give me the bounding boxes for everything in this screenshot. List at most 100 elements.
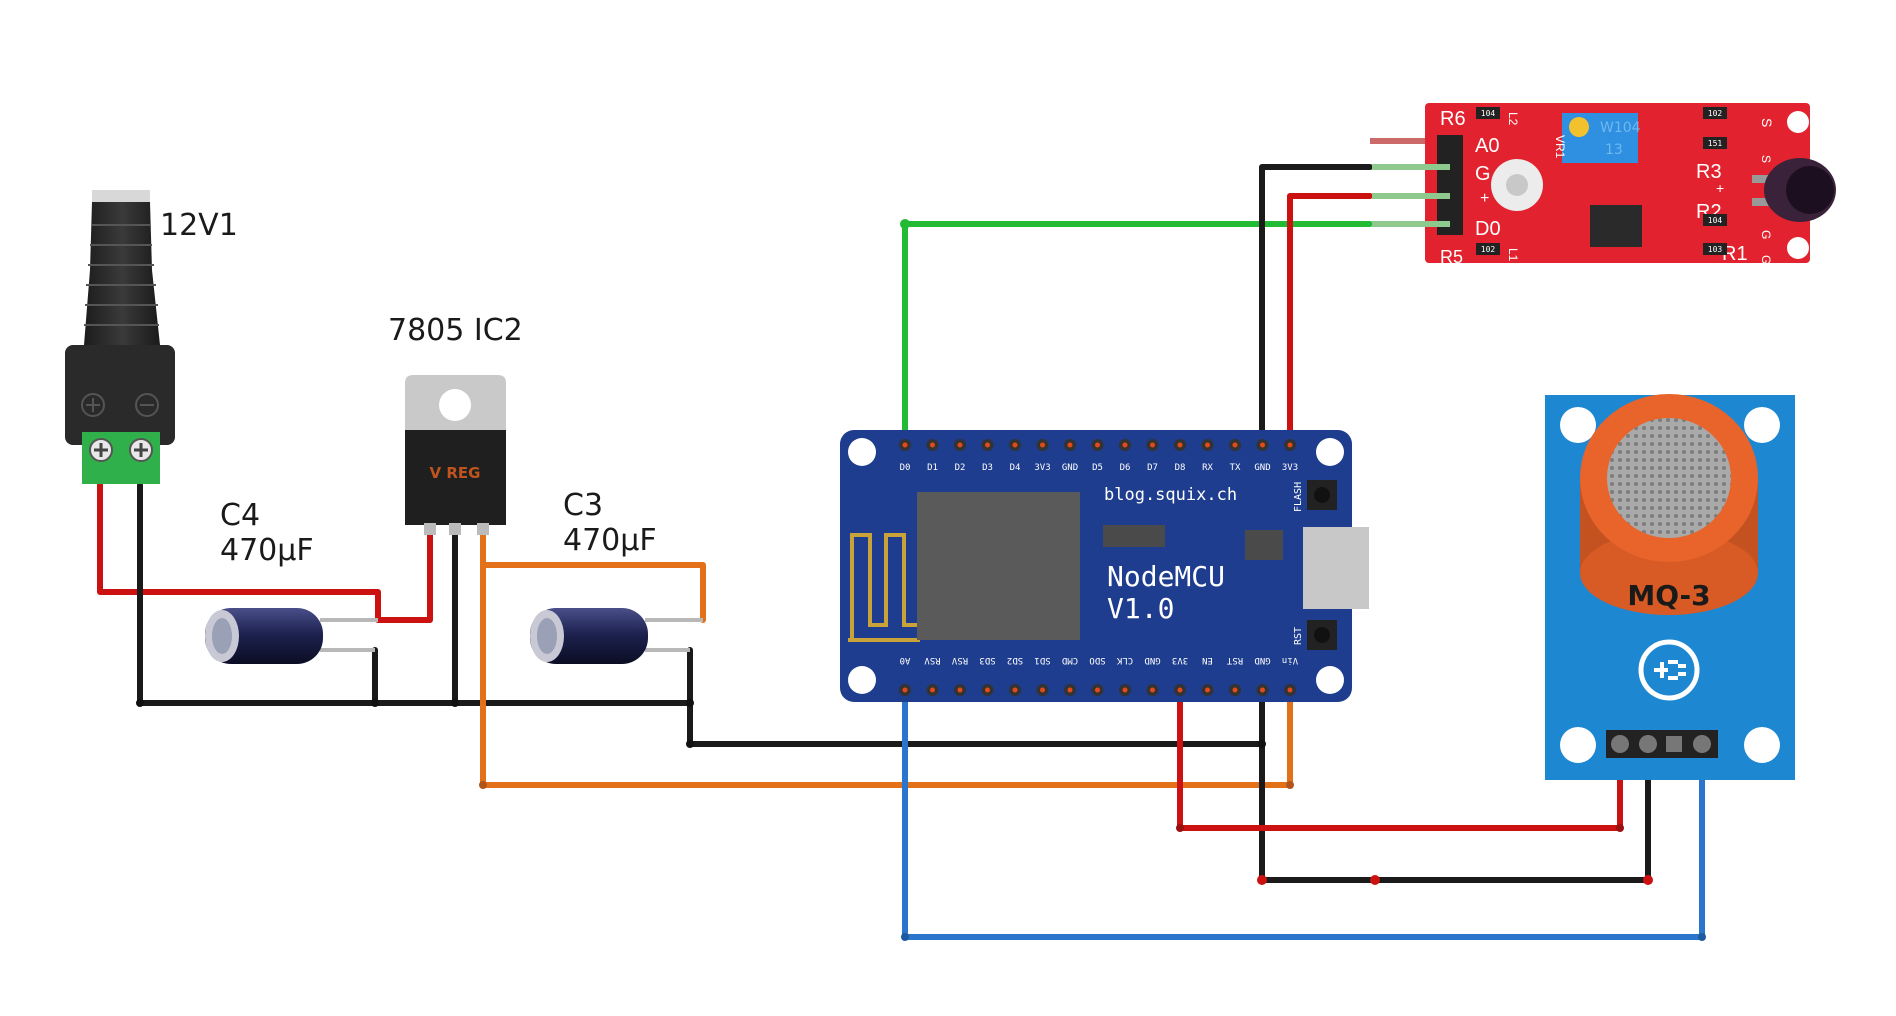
pin-label: 3V3 bbox=[1282, 463, 1298, 473]
ir-label: S bbox=[1759, 118, 1775, 127]
smd-resistor bbox=[1703, 214, 1727, 226]
junction-dot bbox=[1616, 824, 1624, 832]
rst-label: RST bbox=[1293, 627, 1304, 645]
pin-label: D0 bbox=[900, 463, 911, 473]
pin-label: A0 bbox=[900, 655, 911, 665]
mq3-mesh bbox=[1607, 418, 1731, 538]
mq3-sensor-module: MQ-3 bbox=[1545, 394, 1795, 780]
capacitor-c3: C3 470µF bbox=[530, 488, 703, 664]
mounting-hole bbox=[1560, 407, 1596, 443]
pin-dot bbox=[957, 442, 963, 448]
mq3-pin bbox=[1666, 736, 1682, 752]
potentiometer-knob[interactable] bbox=[1569, 117, 1589, 137]
board-version: V1.0 bbox=[1107, 592, 1174, 625]
pin-label: D1 bbox=[927, 463, 938, 473]
pin-dot bbox=[1040, 687, 1045, 693]
junction-dot bbox=[686, 699, 694, 707]
pin-label: RSV bbox=[951, 655, 968, 665]
pin-dot bbox=[1205, 442, 1210, 448]
pin-label: SD2 bbox=[1007, 655, 1023, 665]
mounting-hole bbox=[1744, 727, 1780, 763]
pin-dot bbox=[1232, 687, 1238, 693]
mq3-pin bbox=[1611, 735, 1629, 753]
pin-dot bbox=[1177, 687, 1183, 693]
wire-gnd-mq3 bbox=[1259, 687, 1651, 883]
smd-resistor bbox=[1476, 107, 1500, 119]
pin-dot bbox=[930, 687, 935, 693]
pin-label: SDO bbox=[1089, 655, 1105, 665]
pin-dot bbox=[1232, 442, 1238, 448]
pin-dot bbox=[902, 687, 908, 693]
mq3-pin bbox=[1639, 735, 1657, 753]
pin-label: 3V3 bbox=[1034, 463, 1050, 473]
wire-5v-c3 bbox=[480, 562, 706, 623]
junction-dot bbox=[1257, 875, 1267, 885]
mq3-logo-icon bbox=[1638, 639, 1700, 701]
board-url: blog.squix.ch bbox=[1104, 485, 1237, 505]
pin-dot bbox=[1150, 687, 1155, 693]
regulator-pin bbox=[449, 523, 461, 535]
pin-dot bbox=[957, 687, 963, 693]
pin-label: D7 bbox=[1147, 463, 1158, 473]
cap-c3-value: 470µF bbox=[563, 523, 657, 558]
smd-code: 151 bbox=[1708, 139, 1723, 148]
pin-dot bbox=[985, 687, 990, 693]
pin-dot bbox=[1260, 687, 1265, 693]
pin-dot bbox=[1067, 442, 1073, 448]
voltage-regulator: 7805 IC2 V REG bbox=[388, 313, 523, 535]
ir-label: G bbox=[1759, 230, 1773, 239]
pin-label: GND bbox=[1254, 463, 1270, 473]
wire-mq3-vcc bbox=[1177, 687, 1623, 831]
smd-code: 102 bbox=[1708, 109, 1723, 118]
cap-c3-name: C3 bbox=[563, 488, 603, 523]
pin-label: SD1 bbox=[1034, 655, 1050, 665]
mounting-hole bbox=[1316, 666, 1344, 694]
pin-label: GND bbox=[1062, 463, 1078, 473]
junction-dot bbox=[451, 699, 459, 707]
comparator-chip bbox=[1590, 205, 1642, 247]
junction-dot bbox=[1286, 781, 1294, 789]
wire-jack-positive bbox=[97, 482, 433, 623]
regulator-marking: V REG bbox=[430, 464, 481, 482]
pin-label: RX bbox=[1202, 463, 1213, 473]
pot-code: 13 bbox=[1605, 142, 1623, 158]
pin-dot bbox=[1205, 687, 1210, 693]
pin-label: D2 bbox=[955, 463, 966, 473]
pin-label: GND bbox=[1254, 655, 1270, 665]
pin-dot bbox=[1095, 687, 1100, 693]
junction-dot bbox=[479, 781, 487, 789]
mounting-hole bbox=[1787, 111, 1809, 133]
wire-ir-d0 bbox=[902, 221, 1373, 448]
ir-label: G bbox=[1475, 163, 1491, 185]
smd-code: 103 bbox=[1708, 245, 1723, 254]
esp-module-shield bbox=[917, 492, 1080, 640]
smd-resistor bbox=[1703, 107, 1727, 119]
junction-dot bbox=[1643, 875, 1653, 885]
junction-dot bbox=[371, 699, 379, 707]
junction-dot bbox=[1258, 740, 1266, 748]
pin-label: RST bbox=[1226, 655, 1243, 665]
pin-label: D8 bbox=[1175, 463, 1186, 473]
smd-code: 102 bbox=[1481, 245, 1496, 254]
junction-dot bbox=[901, 933, 909, 941]
junction-dot bbox=[136, 699, 144, 707]
smd-chip bbox=[1103, 525, 1165, 547]
pin-dot bbox=[1177, 442, 1183, 448]
ir-label: R1 bbox=[1722, 243, 1748, 265]
pin-dot bbox=[930, 442, 935, 448]
junction-dot bbox=[1370, 875, 1380, 885]
jack-tip bbox=[92, 190, 150, 202]
pin-dot bbox=[1150, 442, 1155, 448]
dc-power-jack: 12V1 bbox=[65, 190, 238, 484]
pin-label: GND bbox=[1144, 655, 1160, 665]
jack-body bbox=[65, 345, 175, 445]
pin-label: D3 bbox=[982, 463, 993, 473]
regulator-label: 7805 IC2 bbox=[388, 313, 523, 348]
flash-label: FLASH bbox=[1293, 482, 1304, 512]
mounting-hole bbox=[1560, 727, 1596, 763]
mq3-pin bbox=[1693, 735, 1711, 753]
ir-header-pin bbox=[1370, 138, 1440, 144]
